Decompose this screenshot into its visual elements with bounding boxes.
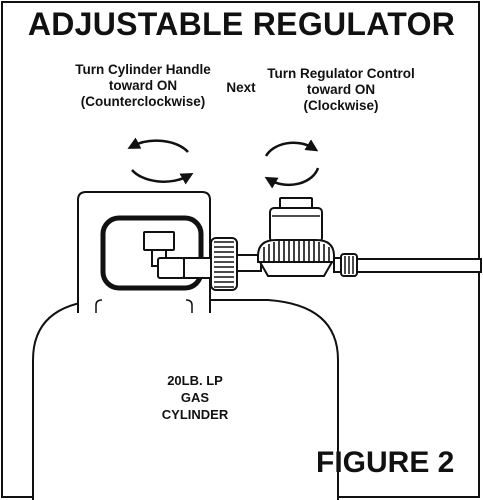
regulator-body	[257, 239, 335, 277]
step2-line2: toward ON	[306, 82, 376, 97]
cylinder-valve-handle	[143, 231, 185, 279]
counterclockwise-arrows-icon	[127, 137, 194, 185]
figure-label: FIGURE 2	[316, 446, 455, 479]
coupling-nut	[210, 237, 238, 291]
cylinder-label-line3: CYLINDER	[161, 407, 229, 422]
figure-title: ADJUSTABLE REGULATOR	[27, 6, 456, 42]
step1-caption: Turn Cylinder Handle toward ON (Counterc…	[52, 62, 234, 110]
step2-line1: Turn Regulator Control	[267, 66, 415, 81]
gas-hose	[356, 258, 482, 273]
clockwise-arrows-icon	[264, 139, 320, 189]
valve-outlet	[183, 257, 213, 279]
regulator-outlet-fitting	[333, 253, 358, 277]
cylinder-label-line1: 20LB. LP	[167, 373, 223, 388]
next-label: Next	[226, 80, 256, 95]
cylinder-label: 20LB. LP GAS CYLINDER	[120, 372, 270, 423]
regulator-control-knob	[269, 197, 323, 243]
step1-line2: toward ON	[108, 78, 178, 93]
step2-line3: (Clockwise)	[303, 98, 379, 113]
step1-line3: (Counterclockwise)	[80, 94, 206, 109]
step1-line1: Turn Cylinder Handle	[75, 62, 211, 77]
step2-caption: Turn Regulator Control toward ON (Clockw…	[240, 66, 442, 114]
cylinder-label-line2: GAS	[180, 390, 210, 405]
